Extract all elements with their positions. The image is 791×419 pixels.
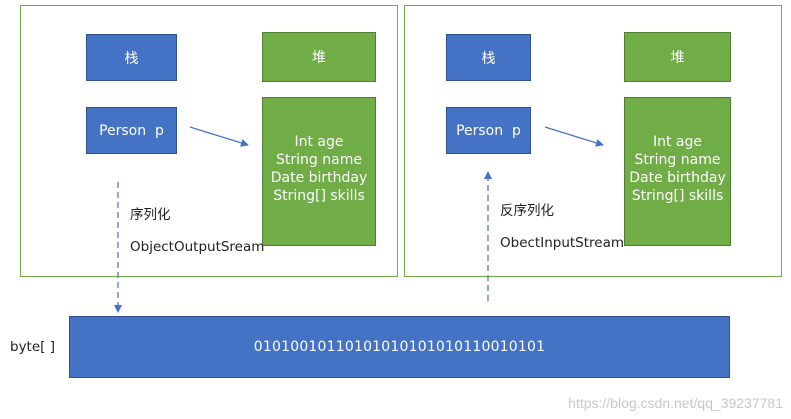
object-input-stream-label: ObectInputStream: [500, 235, 625, 251]
left-field-name: String name: [276, 151, 362, 168]
right-field-birthday: Date birthday: [629, 169, 726, 186]
right-person-object: Int age String name Date birthday String…: [624, 97, 731, 246]
deserialization-label: 反序列化: [500, 203, 554, 219]
left-stack-box: 栈: [86, 34, 177, 81]
left-person-reference: Person p: [86, 107, 177, 154]
left-field-birthday: Date birthday: [270, 169, 368, 186]
right-heap-box: 堆: [624, 32, 731, 82]
right-person-reference: Person p: [446, 107, 531, 154]
right-field-age: Int age: [652, 133, 703, 150]
serialization-label: 序列化: [130, 207, 171, 223]
right-heap-label: 堆: [670, 50, 685, 66]
right-stack-box: 栈: [446, 34, 531, 81]
byte-array: 01010010110101010101010110010101: [69, 316, 730, 378]
object-output-stream-label: ObjectOutputSream: [130, 239, 265, 255]
left-stack-label: 栈: [124, 50, 139, 67]
watermark: https://blog.csdn.net/qq_39237781: [568, 395, 783, 411]
left-person-object: Int age String name Date birthday String…: [262, 97, 376, 246]
left-field-skills: String[] skills: [273, 187, 365, 204]
left-person-label: Person p: [99, 122, 164, 139]
right-stack-label: 栈: [481, 50, 496, 67]
byte-array-value: 01010010110101010101010110010101: [253, 339, 546, 355]
right-person-label: Person p: [456, 122, 521, 139]
left-heap-box: 堆: [262, 32, 376, 82]
left-heap-label: 堆: [312, 50, 326, 66]
right-field-skills: String[] skills: [631, 187, 724, 204]
byte-array-label: byte[ ]: [10, 339, 55, 355]
left-field-age: Int age: [294, 133, 344, 150]
right-field-name: String name: [634, 151, 721, 168]
